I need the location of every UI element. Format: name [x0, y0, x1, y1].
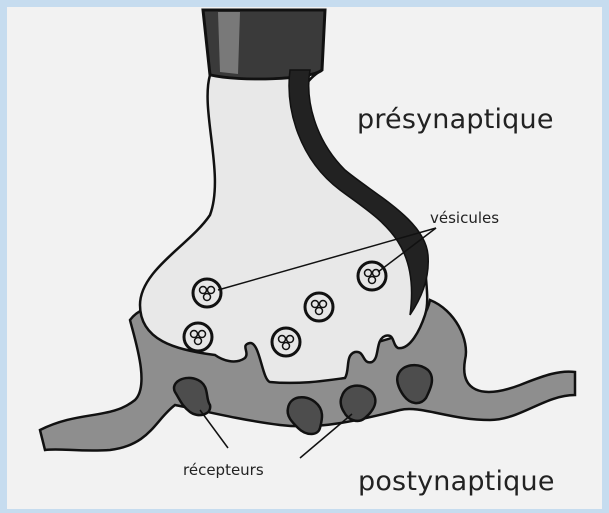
vesicle: [184, 323, 212, 351]
label-receptors: récepteurs: [183, 461, 264, 479]
vesicle: [305, 293, 333, 321]
axon-highlight: [218, 12, 240, 74]
vesicle: [193, 279, 221, 307]
label-vesicles: vésicules: [430, 209, 499, 227]
vesicle: [272, 328, 300, 356]
receptor: [288, 397, 322, 434]
vesicle: [358, 262, 386, 290]
label-postsynaptic: postynaptique: [358, 466, 555, 497]
label-presynaptic: présynaptique: [357, 104, 554, 135]
